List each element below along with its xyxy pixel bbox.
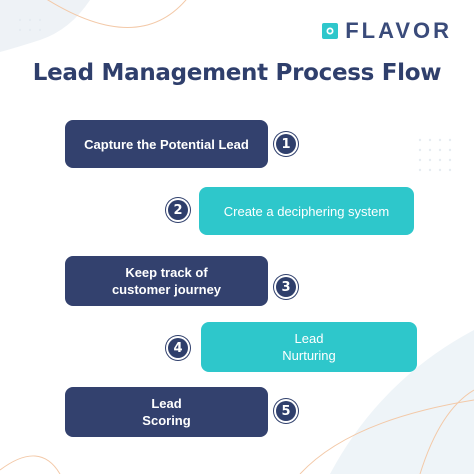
step-1-label: Capture the Potential Lead [84,136,249,152]
brand-name: FLAVOR [345,18,452,43]
step-4-box: Lead Nurturing [201,322,417,372]
step-3-number-badge: 3 [276,277,296,297]
step-2-number-badge: 2 [168,200,188,220]
brand-logo: FLAVOR [321,18,452,44]
step-4-label: Lead Nurturing [282,331,336,363]
step-3-box: Keep track of customer journey [65,256,268,306]
step-2-label: Create a deciphering system [223,203,390,219]
step-3-label: Keep track of customer journey [111,265,222,297]
page-title: Lead Management Process Flow [32,60,442,86]
step-5-box: Lead Scoring [65,387,268,437]
step-4-number-badge: 4 [168,338,188,358]
flavor-logo-icon [322,23,339,39]
step-1-number-badge: 1 [276,134,296,154]
step-5-label: Lead Scoring [142,396,191,428]
step-5-number-badge: 5 [276,401,296,421]
step-1-box: Capture the Potential Lead [65,120,268,168]
step-2-box: Create a deciphering system [199,187,414,235]
